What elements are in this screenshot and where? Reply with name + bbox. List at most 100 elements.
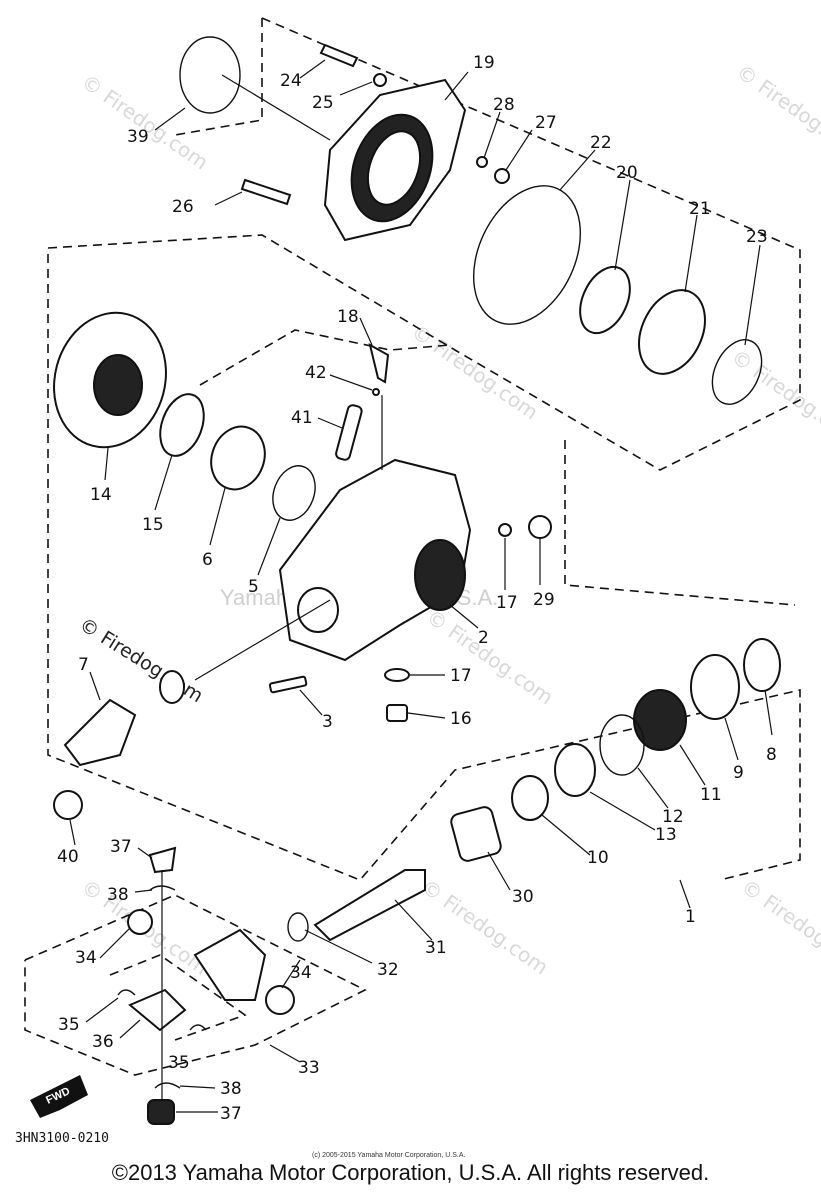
- leader-16: [407, 712, 446, 719]
- callout-23: 23: [746, 227, 768, 247]
- part-37-bearing-cup-top: [148, 846, 177, 874]
- callout-20: 20: [616, 163, 638, 183]
- callout-13: 13: [655, 825, 677, 845]
- leader-31: [394, 899, 433, 941]
- part-17-washer: [498, 523, 512, 537]
- leader-38a: [134, 889, 153, 893]
- watermark-firedog: © Firedog.com: [422, 604, 558, 709]
- part-37-bearing-cup-bottom: [147, 1099, 175, 1125]
- part-38-clip-bottom: [154, 1082, 181, 1089]
- leader-22: [559, 149, 596, 191]
- callout-1: 1: [685, 907, 696, 927]
- part-35-clip-left: [117, 989, 136, 996]
- part-15-shim: [159, 393, 205, 457]
- leader-15: [154, 454, 173, 511]
- callout-37-top: 37: [110, 837, 132, 857]
- callout-39: 39: [127, 127, 149, 147]
- leader-24: [299, 59, 326, 79]
- part-34-bearing-right: [265, 985, 295, 1015]
- callout-17-upper: 17: [496, 593, 518, 613]
- part-16-drain-plug: [386, 704, 408, 722]
- part-2-case-flange: [297, 587, 339, 633]
- part-23-circlip: [711, 339, 763, 405]
- assembly-outline-housing: [564, 440, 796, 606]
- part-42-clip: [372, 388, 380, 396]
- callout-38-top: 38: [107, 885, 129, 905]
- part-18-breather: [368, 343, 390, 384]
- leader-3: [299, 689, 323, 716]
- callout-19: 19: [473, 53, 495, 73]
- leader-42: [329, 374, 373, 391]
- callout-2: 2: [478, 628, 489, 648]
- leader-8: [764, 689, 773, 736]
- callout-38-bottom: 38: [220, 1079, 242, 1099]
- part-25-washer: [373, 73, 387, 87]
- assembly-outline-top: [174, 18, 263, 136]
- part-3-stud: [268, 675, 308, 694]
- fwd-arrow: FWD: [30, 1075, 88, 1118]
- callout-36: 36: [92, 1032, 114, 1052]
- part-30-coupling: [450, 806, 502, 862]
- part-14-hub: [93, 354, 143, 416]
- callout-12: 12: [662, 807, 684, 827]
- leader-37a: [137, 847, 153, 859]
- leader-11: [679, 744, 706, 786]
- callout-21: 21: [689, 199, 711, 219]
- part-39-oring: [179, 36, 241, 114]
- callout-22: 22: [590, 133, 612, 153]
- leader-40: [69, 819, 76, 846]
- leader-1: [679, 879, 691, 909]
- callout-25: 25: [312, 93, 334, 113]
- leader-34b: [281, 959, 301, 989]
- part-36-spider: [128, 988, 187, 1032]
- callout-31: 31: [425, 938, 447, 958]
- assembly-outline-yoke: [24, 894, 367, 1076]
- callout-7: 7: [78, 655, 89, 675]
- part-35-clip-right: [189, 1024, 207, 1031]
- part-17-washer-lower: [384, 668, 410, 682]
- assembly-outlines: [24, 17, 801, 1076]
- callout-29: 29: [533, 590, 555, 610]
- callout-6: 6: [202, 550, 213, 570]
- leader-lines: [69, 59, 773, 1113]
- watermark-firedog: © Firedog.com: [727, 344, 821, 449]
- callout-42: 42: [305, 363, 327, 383]
- leader-34a: [99, 927, 131, 959]
- footer-copyright: ©2013 Yamaha Motor Corporation, U.S.A. A…: [111, 1160, 710, 1185]
- part-31-drive-shaft: [313, 869, 426, 942]
- part-10-collar: [511, 775, 549, 821]
- leader-35a: [85, 997, 119, 1023]
- part-41-pin: [335, 404, 363, 461]
- leader-30: [487, 851, 511, 891]
- watermark-firedog: © Firedog.com: [737, 874, 821, 979]
- leader-21: [684, 214, 698, 293]
- leader-6: [209, 487, 226, 546]
- callout-3: 3: [322, 712, 333, 732]
- small-copyright: (c) 2005-2015 Yamaha Motor Corporation, …: [312, 1152, 465, 1159]
- part-12-oring: [599, 714, 645, 776]
- parts: [53, 36, 781, 1125]
- assembly-outline-joint: [109, 954, 247, 1041]
- part-22-oring: [472, 185, 582, 325]
- part-11-nut: [633, 689, 687, 751]
- leader-27: [505, 129, 533, 171]
- assembly-outline-main: [47, 17, 801, 881]
- fwd-arrow-shape: [30, 1075, 88, 1118]
- callout-15: 15: [142, 515, 164, 535]
- callout-34-left: 34: [75, 948, 97, 968]
- leader-25: [339, 81, 373, 96]
- part-24-bolt: [319, 43, 359, 68]
- callout-9: 9: [733, 763, 744, 783]
- part-5-seal: [272, 465, 316, 521]
- part-2-case-port: [414, 539, 466, 611]
- callout-37-bottom: 37: [220, 1104, 242, 1124]
- leader-7: [89, 671, 101, 701]
- leader-32: [304, 929, 373, 964]
- part-29-cap: [528, 515, 552, 539]
- callout-30: 30: [512, 887, 534, 907]
- leader-9: [724, 717, 739, 761]
- part-20-seal: [579, 265, 631, 335]
- callout-35-left: 35: [58, 1015, 80, 1035]
- leader-23: [744, 244, 761, 346]
